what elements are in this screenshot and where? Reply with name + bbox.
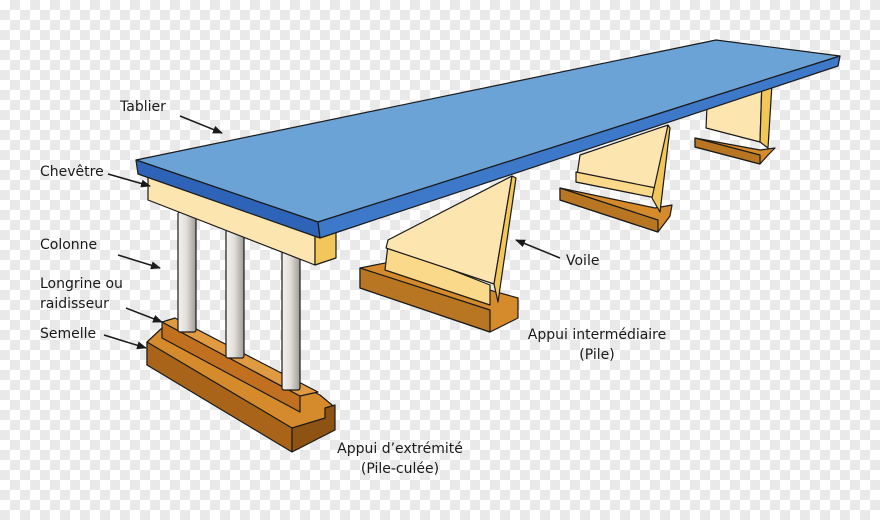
intermediate-pier [359, 175, 519, 333]
label-colonne: Colonne [40, 237, 98, 253]
voile-arrow [515, 239, 561, 259]
label-semelle: Semelle [40, 326, 97, 342]
column-2 [225, 229, 245, 359]
label-longrine-line1: Longrine ou [40, 276, 123, 292]
columns [177, 211, 301, 391]
semelle-arrow [103, 334, 147, 350]
label-longrine-line2: raidisseur [40, 296, 109, 312]
chevetre-arrow [107, 173, 151, 188]
label-appui-intermediaire-line2: (Pile) [579, 347, 615, 363]
column-3 [281, 249, 301, 391]
middle-pier [559, 124, 673, 233]
label-appui-extremite-line1: Appui d’extrémité [337, 441, 463, 457]
label-appui-intermediaire-line1: Appui intermédiaire [527, 327, 667, 343]
deck [135, 39, 841, 239]
longrine-arrow [125, 307, 163, 323]
column-1 [177, 211, 197, 333]
label-appui-extremite-line2: (Pile-culée) [360, 461, 440, 477]
deck-edge-side [317, 55, 841, 239]
leader-arrows [103, 115, 561, 350]
label-voile: Voile [566, 253, 600, 269]
label-chevetre: Chevêtre [40, 164, 104, 180]
colonne-arrow [117, 254, 161, 270]
label-tablier: Tablier [120, 99, 166, 115]
tablier-arrow [179, 115, 223, 134]
